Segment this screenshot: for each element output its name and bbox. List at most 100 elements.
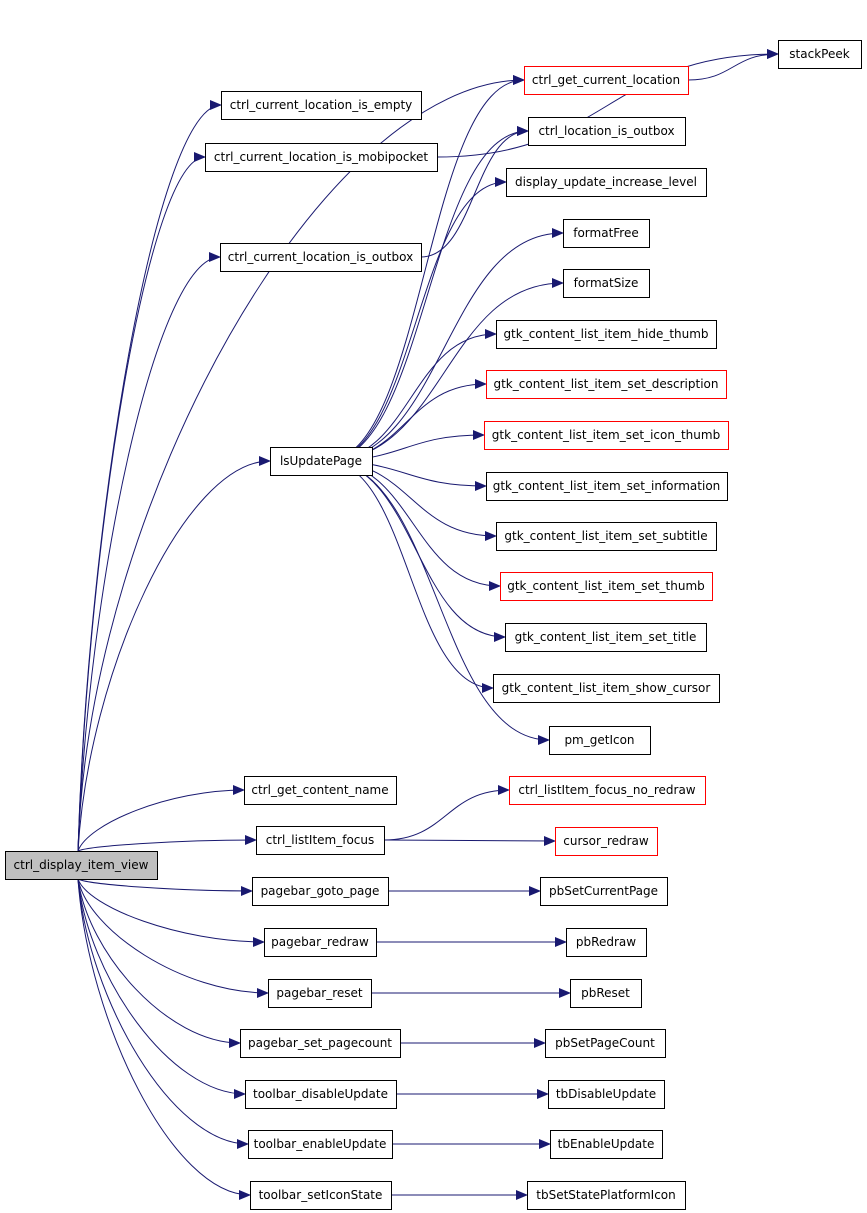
node-label: ctrl_get_content_name — [251, 783, 388, 797]
node-label: formatFree — [573, 226, 639, 240]
node-ctrl-listitem-focus-no-redraw[interactable]: ctrl_listItem_focus_no_redraw — [509, 776, 706, 805]
node-box — [264, 928, 377, 957]
node-label: stackPeek — [789, 47, 849, 61]
node-label: gtk_content_list_item_set_subtitle — [504, 529, 707, 543]
edges-layer — [77, 49, 779, 1200]
node-box — [496, 320, 717, 349]
node-label: ctrl_location_is_outbox — [538, 124, 674, 138]
edge-lsupdatepage-to-ctrl-location-is-outbox — [326, 126, 529, 462]
node-ctrl-location-is-outbox[interactable]: ctrl_location_is_outbox — [528, 117, 686, 146]
node-label: pm_getIcon — [564, 733, 634, 747]
node-pagebar-goto-page[interactable]: pagebar_goto_page — [252, 877, 389, 906]
node-box — [563, 269, 650, 298]
node-box — [566, 928, 647, 957]
edge-ctrl-listitem-focus-to-ctrl-listitem-focus-no-redraw — [383, 785, 510, 841]
node-tbdisableupdate[interactable]: tbDisableUpdate — [548, 1080, 665, 1109]
node-label: toolbar_enableUpdate — [254, 1137, 387, 1151]
edge-ctrl-display-item-view-to-pagebar-redraw — [77, 878, 265, 947]
node-ctrl-get-content-name[interactable]: ctrl_get_content_name — [244, 776, 397, 805]
edge-lsupdatepage-to-display-update-increase-level — [326, 177, 507, 462]
node-lsupdatepage[interactable]: lsUpdatePage — [270, 447, 373, 476]
node-label: tbEnableUpdate — [558, 1137, 655, 1151]
node-gtk-content-list-item-set-subtitle[interactable]: gtk_content_list_item_set_subtitle — [496, 522, 717, 551]
edge-lsupdatepage-to-gtk-content-list-item-set-thumb — [326, 460, 501, 591]
edge-ctrl-current-location-is-outbox-to-ctrl-location-is-outbox — [420, 126, 529, 258]
node-label: pagebar_goto_page — [261, 884, 380, 898]
node-ctrl-listitem-focus[interactable]: ctrl_listItem_focus — [256, 826, 385, 855]
node-pbsetcurrentpage[interactable]: pbSetCurrentPage — [540, 877, 668, 906]
node-box — [496, 522, 717, 551]
node-pagebar-reset[interactable]: pagebar_reset — [268, 979, 372, 1008]
node-box — [506, 168, 707, 197]
node-pbreset[interactable]: pbReset — [570, 979, 642, 1008]
edge-ctrl-display-item-view-to-ctrl-current-location-is-outbox — [77, 252, 221, 852]
node-label: ctrl_get_current_location — [532, 73, 680, 87]
edge-ctrl-display-item-view-to-ctrl-current-location-is-mobipocket — [77, 152, 206, 852]
node-box — [250, 1181, 392, 1210]
node-gtk-content-list-item-show-cursor[interactable]: gtk_content_list_item_show_cursor — [493, 674, 720, 703]
node-gtk-content-list-item-set-thumb[interactable]: gtk_content_list_item_set_thumb — [500, 572, 713, 601]
node-box — [509, 776, 706, 805]
edge-ctrl-display-item-view-to-ctrl-current-location-is-empty — [77, 100, 222, 852]
node-pbredraw[interactable]: pbRedraw — [566, 928, 647, 957]
node-gtk-content-list-item-hide-thumb[interactable]: gtk_content_list_item_hide_thumb — [496, 320, 717, 349]
node-toolbar-seticonstate[interactable]: toolbar_setIconState — [250, 1181, 392, 1210]
node-pagebar-set-pagecount[interactable]: pagebar_set_pagecount — [240, 1029, 401, 1058]
node-gtk-content-list-item-set-icon-thumb[interactable]: gtk_content_list_item_set_icon_thumb — [484, 421, 729, 450]
node-cursor-redraw[interactable]: cursor_redraw — [555, 827, 658, 856]
node-ctrl-display-item-view[interactable]: ctrl_display_item_view — [5, 851, 158, 880]
node-gtk-content-list-item-set-title[interactable]: gtk_content_list_item_set_title — [505, 623, 707, 652]
node-label: cursor_redraw — [563, 834, 649, 848]
edge-ctrl-display-item-view-to-ctrl-listitem-focus — [77, 835, 257, 852]
node-gtk-content-list-item-set-information[interactable]: gtk_content_list_item_set_information — [486, 472, 728, 501]
node-ctrl-get-current-location[interactable]: ctrl_get_current_location — [524, 66, 689, 95]
node-label: gtk_content_list_item_show_cursor — [502, 681, 711, 695]
node-ctrl-current-location-is-empty[interactable]: ctrl_current_location_is_empty — [221, 91, 422, 120]
node-pbsetpagecount[interactable]: pbSetPageCount — [545, 1029, 666, 1058]
node-label: ctrl_listItem_focus — [266, 833, 375, 847]
node-gtk-content-list-item-set-description[interactable]: gtk_content_list_item_set_description — [486, 370, 727, 399]
edge-ctrl-display-item-view-to-toolbar-disableupdate — [77, 878, 246, 1099]
node-box — [505, 623, 707, 652]
node-formatsize[interactable]: formatSize — [563, 269, 650, 298]
node-pm-geticon[interactable]: pm_getIcon — [549, 726, 651, 755]
edge-ctrl-listitem-focus-to-cursor-redraw — [383, 835, 556, 846]
node-toolbar-enableupdate[interactable]: toolbar_enableUpdate — [248, 1130, 393, 1159]
edge-ctrl-current-location-is-mobipocket-to-stackpeek — [436, 49, 779, 158]
edge-ctrl-display-item-view-to-toolbar-enableupdate — [77, 878, 249, 1149]
node-ctrl-current-location-is-outbox[interactable]: ctrl_current_location_is_outbox — [220, 243, 422, 272]
node-label: formatSize — [574, 276, 639, 290]
node-stackpeek[interactable]: stackPeek — [778, 40, 862, 69]
node-box — [570, 979, 642, 1008]
nodes-layer: ctrl_display_item_view stackPeek ctrl_get_… — [5, 40, 862, 1210]
edge-lsupdatepage-to-gtk-content-list-item-hide-thumb — [326, 329, 497, 462]
node-label: ctrl_current_location_is_empty — [230, 98, 413, 112]
node-label: ctrl_current_location_is_outbox — [228, 250, 413, 264]
node-tbenableupdate[interactable]: tbEnableUpdate — [550, 1130, 663, 1159]
edge-ctrl-display-item-view-to-ctrl-get-current-location — [77, 75, 525, 852]
node-pagebar-redraw[interactable]: pagebar_redraw — [264, 928, 377, 957]
node-toolbar-disableupdate[interactable]: toolbar_disableUpdate — [245, 1080, 397, 1109]
edge-ctrl-display-item-view-to-pagebar-goto-page — [77, 878, 253, 896]
node-display-update-increase-level[interactable]: display_update_increase_level — [506, 168, 707, 197]
node-label: pagebar_set_pagecount — [248, 1036, 392, 1050]
node-tbsetstateplatformicon[interactable]: tbSetStatePlatformIcon — [527, 1181, 686, 1210]
node-box — [252, 877, 389, 906]
edge-ctrl-display-item-view-to-toolbar-seticonstate — [77, 878, 251, 1200]
node-box — [244, 776, 397, 805]
edge-ctrl-display-item-view-to-ctrl-get-content-name — [77, 785, 245, 852]
node-label: gtk_content_list_item_hide_thumb — [503, 327, 708, 341]
node-label: ctrl_listItem_focus_no_redraw — [518, 783, 695, 797]
node-formatfree[interactable]: formatFree — [563, 219, 650, 248]
node-box — [205, 143, 438, 172]
node-box — [545, 1029, 666, 1058]
node-box — [548, 1080, 665, 1109]
node-label: pbReset — [581, 986, 630, 1000]
node-label: gtk_content_list_item_set_title — [515, 630, 697, 644]
node-label: display_update_increase_level — [515, 175, 697, 189]
node-ctrl-current-location-is-mobipocket[interactable]: ctrl_current_location_is_mobipocket — [205, 143, 438, 172]
node-label: pbRedraw — [576, 935, 636, 949]
node-label: ctrl_display_item_view — [14, 858, 149, 872]
edge-lsupdatepage-to-gtk-content-list-item-show-cursor — [326, 460, 494, 693]
